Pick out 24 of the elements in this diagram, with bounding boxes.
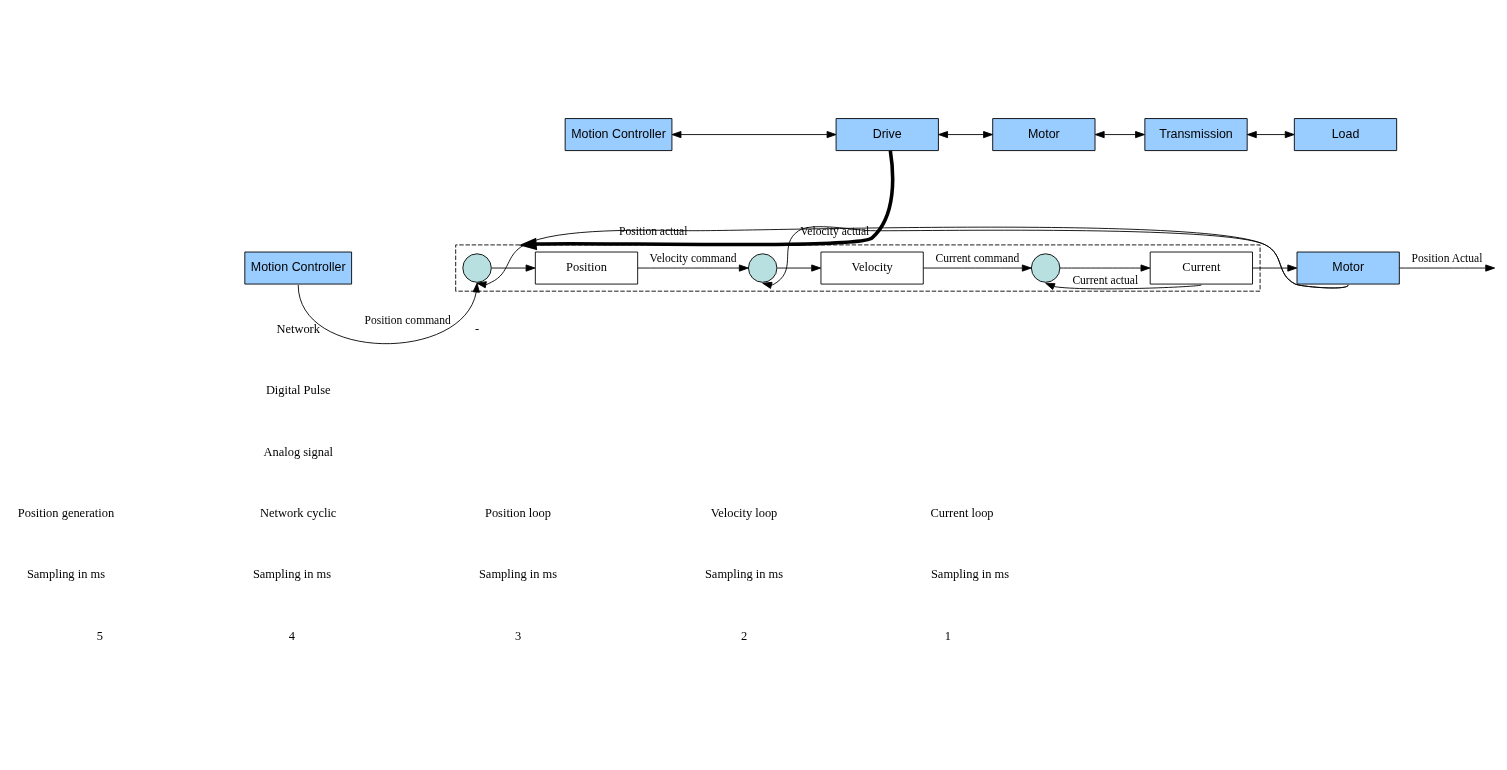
- edge-label: Position command: [364, 313, 451, 327]
- label: 5: [96, 628, 103, 643]
- label: Sampling in ms: [252, 566, 332, 581]
- label: 1: [944, 628, 951, 643]
- label: Network: [276, 321, 320, 336]
- label: Current loop: [930, 505, 994, 520]
- label: Position loop: [484, 505, 551, 520]
- label: Sampling in ms: [478, 566, 558, 581]
- edge-label: Position Actual: [1411, 251, 1483, 265]
- label: Velocity loop: [710, 505, 778, 520]
- label: Digital Pulse: [265, 382, 331, 397]
- label: 4: [288, 628, 296, 643]
- label: Network cyclic: [260, 505, 337, 520]
- label: Sampling in ms: [26, 566, 106, 581]
- label: 3: [514, 628, 522, 643]
- label: 2: [740, 628, 748, 643]
- edge-label: Velocity command: [649, 251, 737, 265]
- label: Analog signal: [263, 444, 333, 459]
- label: Sampling in ms: [930, 566, 1010, 581]
- label: Sampling in ms: [704, 566, 784, 581]
- label: -: [474, 321, 480, 336]
- label: Position generation: [17, 505, 115, 520]
- edge-label: Current actual: [1072, 273, 1139, 287]
- edge-label: Current command: [935, 251, 1020, 265]
